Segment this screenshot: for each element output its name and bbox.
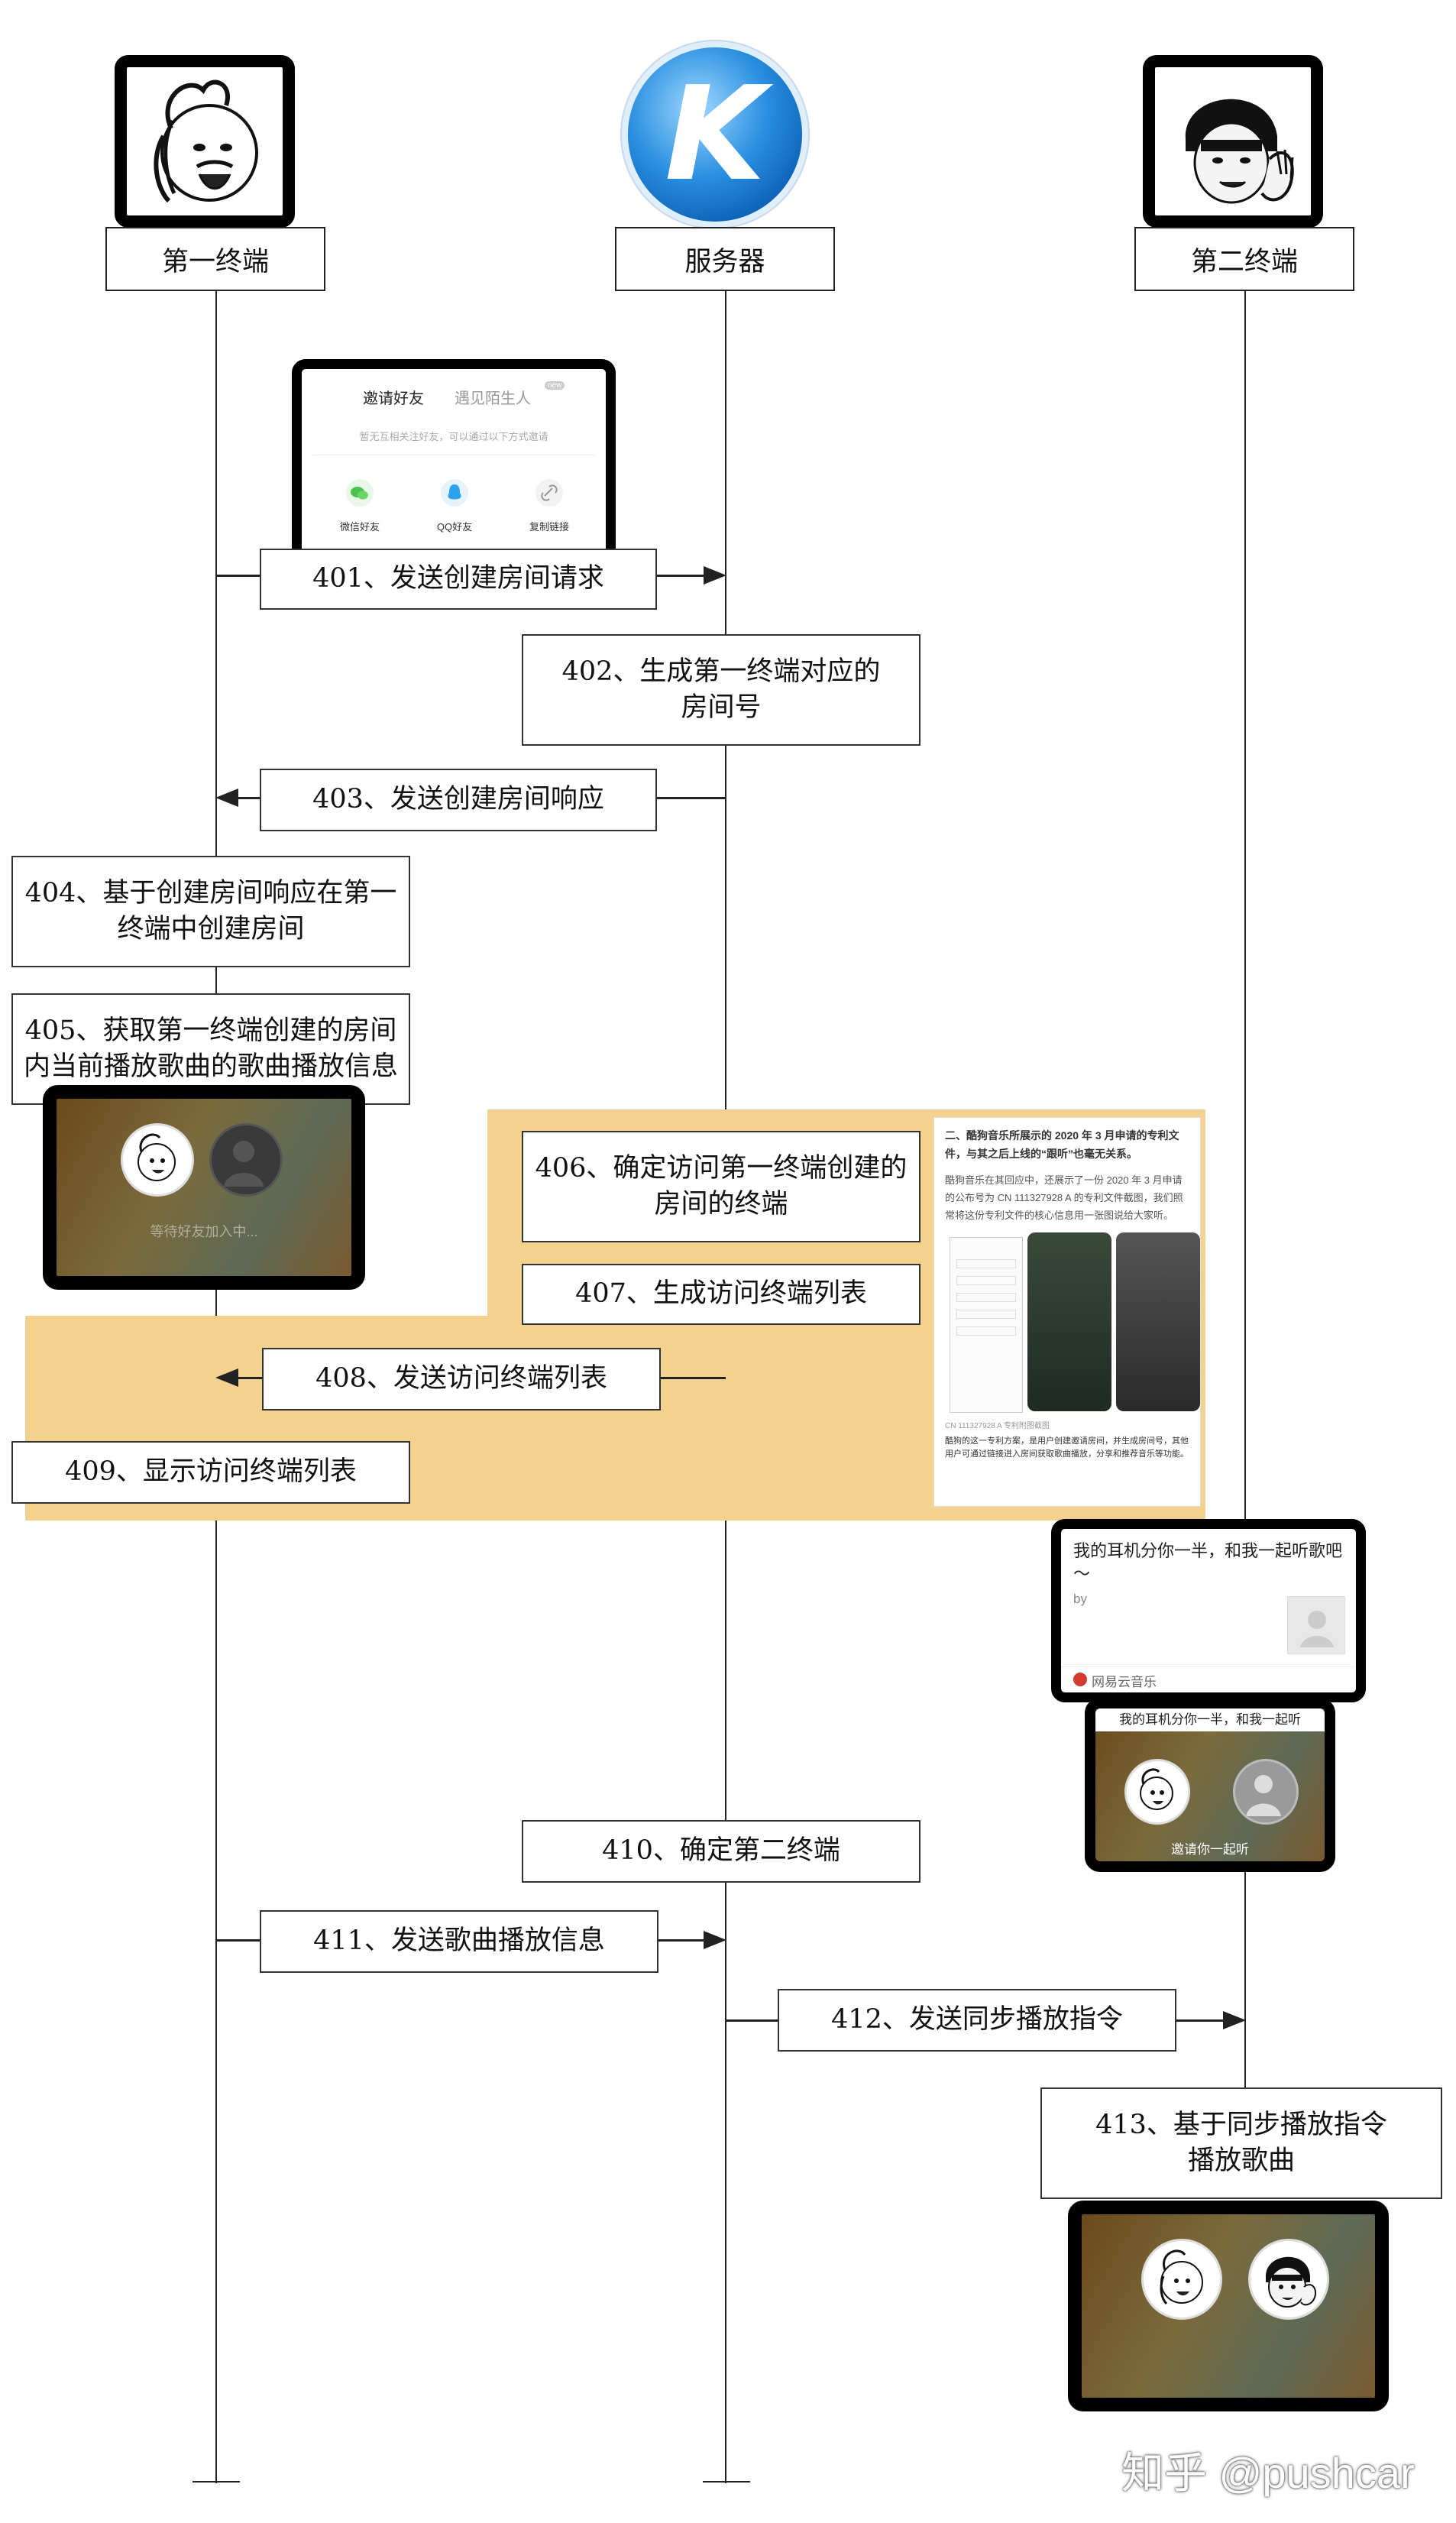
step-404: 404、基于创建房间响应在第一 终端中创建房间 [11, 856, 410, 967]
invite-option-qq: QQ好友 [436, 521, 473, 533]
server-logo: K [628, 47, 802, 222]
arrow-401-head [704, 566, 726, 585]
invite-tab-active[interactable]: 邀请好友 [363, 390, 424, 407]
header-server: 服务器 [615, 227, 835, 291]
lifeline-second-terminal [1244, 290, 1246, 2162]
figure-list-panel [950, 1236, 1023, 1413]
invite-screen-bottom-text: 邀请你一起听 [1171, 1842, 1249, 1857]
invite-screen: 我的耳机分你一半，和我一起听 邀请你一起听 [1085, 1698, 1335, 1872]
qq-icon[interactable] [441, 479, 468, 507]
step-407: 407、生成访问终端列表 [522, 1264, 921, 1325]
arrow-408-head [215, 1368, 238, 1387]
copy-link-icon[interactable] [535, 479, 563, 507]
step-401: 401、发送创建房间请求 [260, 549, 657, 610]
invite-tab-inactive[interactable]: 遇见陌生人 [455, 390, 531, 407]
wechat-icon[interactable] [346, 479, 374, 507]
step-410: 410、确定第二终端 [522, 1820, 921, 1883]
arrow-403-head [215, 789, 238, 807]
figure-phone-2 [1116, 1232, 1200, 1411]
arrow-412-head [1223, 2011, 1246, 2029]
second-terminal-avatar-frame [1143, 55, 1323, 228]
figure-phone-1 [1027, 1232, 1111, 1411]
article-body: 酷狗音乐在其回应中，还展示了一份 2020 年 3 月申请的公布号为 CN 11… [945, 1174, 1183, 1222]
invite-tab-badge: new [545, 381, 565, 390]
netease-icon [1073, 1673, 1087, 1686]
share-card-divider [1061, 1666, 1356, 1667]
step-408: 408、发送访问终端列表 [262, 1348, 661, 1410]
playing-together-screen [1068, 2201, 1389, 2411]
step-406: 406、确定访问第一终端创建的 房间的终端 [522, 1131, 921, 1242]
server-logo-letter: K [665, 59, 765, 210]
share-card[interactable]: 我的耳机分你一半，和我一起听歌吧～ by 网易云音乐 [1051, 1519, 1366, 1702]
article-footer: 酷狗的这一专利方案，是用户创建邀请房间，并生成房间号，其他用户可通过链接进入房间… [945, 1436, 1189, 1459]
step-411: 411、发送歌曲播放信息 [260, 1910, 658, 1973]
lifeline-end-center [703, 2481, 750, 2483]
share-card-thumbnail [1287, 1596, 1345, 1654]
article-heading: 二、酷狗音乐所展示的 2020 年 3 月申请的专利文件，与其之后上线的“跟听”… [945, 1129, 1179, 1160]
invite-option-wechat: 微信好友 [339, 521, 380, 533]
first-terminal-avatar-frame [115, 55, 295, 228]
empty-guest-avatar [209, 1123, 283, 1197]
article-snapshot: 二、酷狗音乐所展示的 2020 年 3 月申请的专利文件，与其之后上线的“跟听”… [933, 1117, 1201, 1507]
scribble-man-icon [154, 79, 258, 203]
step-402: 402、生成第一终端对应的 房间号 [522, 634, 921, 746]
first-user-avatar [1141, 2239, 1222, 2320]
share-card-source: 网易云音乐 [1092, 1675, 1157, 1689]
header-first-terminal: 第一终端 [105, 227, 325, 291]
step-413: 413、基于同步播放指令 播放歌曲 [1040, 2087, 1442, 2199]
zhihu-watermark: 知乎 @pushcar [1121, 2449, 1415, 2497]
invitee-placeholder-avatar [1233, 1759, 1299, 1825]
placeholder-user-icon [1300, 1611, 1334, 1647]
share-card-title: 我的耳机分你一半，和我一起听歌吧～ [1073, 1541, 1343, 1583]
waiting-screen: 等待好友加入中... [43, 1085, 365, 1290]
host-avatar [121, 1123, 194, 1197]
step-409: 409、显示访问终端列表 [11, 1441, 410, 1504]
article-figure [945, 1232, 1200, 1416]
invite-panel-frame: 邀请好友 遇见陌生人 new 暂无互相关注好友，可以通过以下方式邀请 微信好友 … [292, 359, 616, 562]
meme-face-icon [1185, 99, 1294, 204]
lifeline-end-left [193, 2481, 240, 2483]
invite-hint: 暂无互相关注好友，可以通过以下方式邀请 [359, 431, 548, 442]
step-412: 412、发送同步播放指令 [778, 1989, 1176, 2052]
waiting-text: 等待好友加入中... [150, 1224, 258, 1239]
invite-option-copy-link: 复制链接 [529, 521, 569, 533]
invite-screen-top-text: 我的耳机分你一半，和我一起听 [1095, 1708, 1325, 1731]
second-user-avatar [1248, 2239, 1329, 2320]
arrow-411-head [704, 1931, 726, 1949]
share-card-by: by [1073, 1592, 1087, 1606]
inviter-avatar [1124, 1759, 1190, 1825]
step-403: 403、发送创建房间响应 [260, 769, 657, 831]
article-caption: CN 111327928 A 专利附图截图 [945, 1421, 1050, 1430]
header-second-terminal: 第二终端 [1134, 227, 1354, 291]
